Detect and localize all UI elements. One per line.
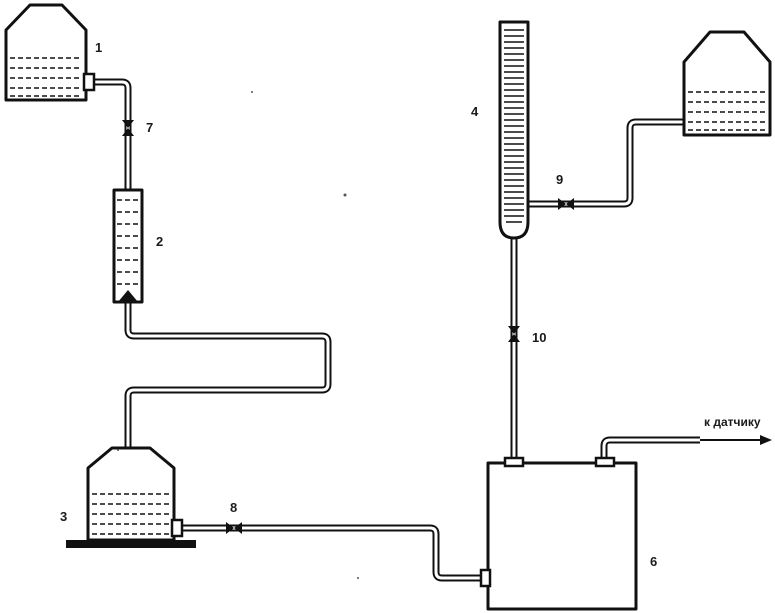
pipe-reservoir-to-4 — [528, 118, 684, 208]
label-valve-9: 9 — [556, 172, 563, 187]
label-vessel-1: 1 — [95, 40, 102, 55]
pipe-2-to-3 — [124, 303, 332, 448]
label-burette-4: 4 — [471, 104, 479, 119]
arrow-right-icon — [700, 435, 772, 445]
label-sensor-outlet: к датчику — [704, 415, 761, 429]
label-valve-7: 7 — [146, 120, 153, 135]
pipe-3-to-6 — [180, 524, 488, 582]
label-tank-6: 6 — [650, 554, 657, 569]
reservoir-top-right — [682, 30, 772, 137]
scan-specks — [117, 91, 359, 579]
pipe-6-to-sensor — [600, 436, 700, 463]
label-vessel-3: 3 — [60, 509, 67, 524]
burette-4 — [498, 20, 530, 240]
label-column-2: 2 — [156, 234, 163, 249]
valve-icon — [122, 120, 574, 534]
vessel-1 — [4, 3, 96, 102]
tank-6 — [479, 456, 638, 611]
vessel-3 — [66, 446, 196, 548]
label-valve-8: 8 — [230, 500, 237, 515]
column-2 — [112, 188, 144, 304]
pipes — [90, 78, 700, 582]
label-valve-10: 10 — [532, 330, 546, 345]
